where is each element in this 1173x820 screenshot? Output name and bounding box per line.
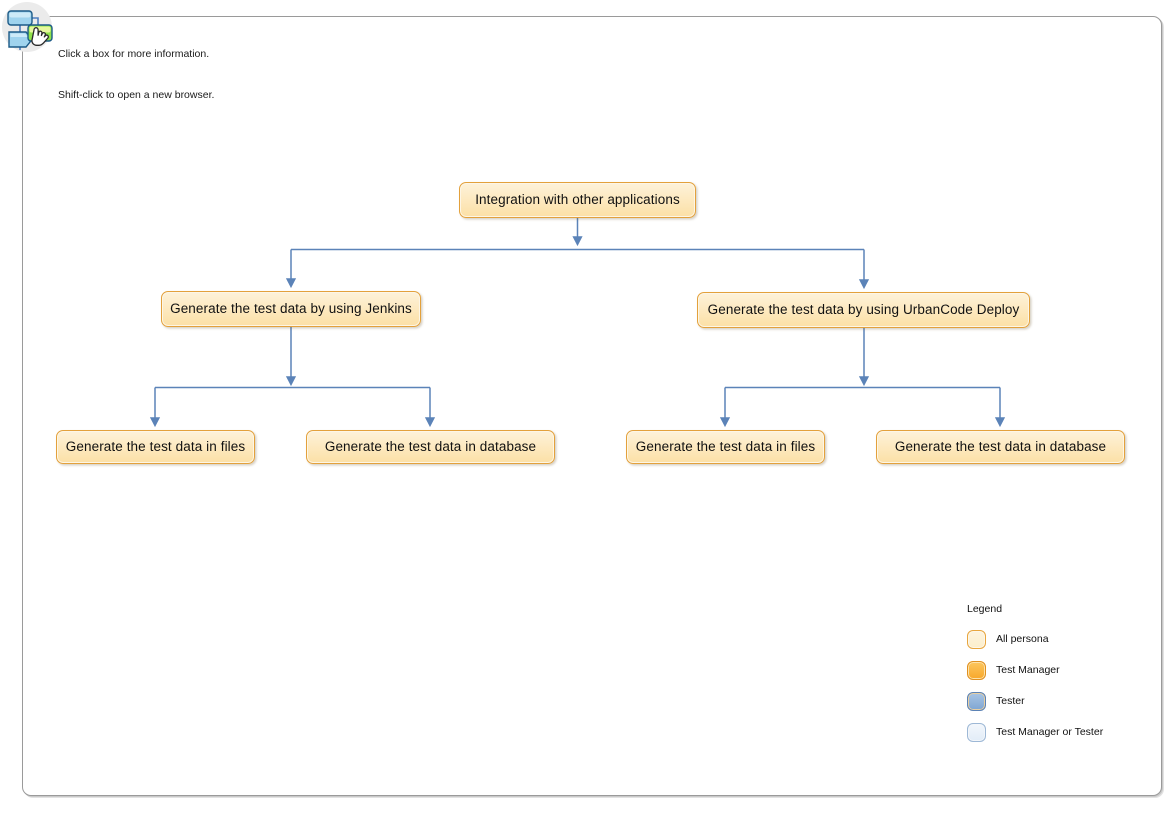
test-manager-swatch xyxy=(967,660,986,680)
node-label: Integration with other applications xyxy=(475,192,680,208)
node-jenkins-generate-test-data-in-files[interactable]: Generate the test data in files xyxy=(56,430,255,464)
legend-item-label: All persona xyxy=(996,633,1049,645)
node-label: Generate the test data in files xyxy=(65,439,246,455)
legend: Legend All persona Test Manager Tester T… xyxy=(967,603,1157,752)
instruction-hint: Click a box for more information. Shift-… xyxy=(58,21,214,116)
test-manager-or-tester-swatch xyxy=(967,722,986,742)
node-generate-test-data-jenkins[interactable]: Generate the test data by using Jenkins xyxy=(161,291,421,327)
node-jenkins-generate-test-data-in-database[interactable]: Generate the test data in database xyxy=(306,430,555,464)
legend-item-all-persona: All persona xyxy=(967,628,1157,650)
all-persona-swatch xyxy=(967,629,986,649)
node-label: Generate the test data in database xyxy=(324,439,537,455)
legend-item-label: Test Manager xyxy=(996,664,1060,676)
legend-item-label: Tester xyxy=(996,695,1025,707)
node-generate-test-data-urbancode-deploy[interactable]: Generate the test data by using UrbanCod… xyxy=(697,292,1030,328)
tester-swatch xyxy=(967,691,986,711)
legend-title: Legend xyxy=(967,603,1003,615)
legend-item-tester: Tester xyxy=(967,690,1157,712)
node-label: Generate the test data by using Jenkins xyxy=(170,301,412,317)
node-label: Generate the test data by using UrbanCod… xyxy=(707,302,1020,318)
diagram-hand-cursor-icon xyxy=(0,0,56,56)
hint-line-1: Click a box for more information. xyxy=(58,48,210,60)
node-integration-with-other-applications[interactable]: Integration with other applications xyxy=(459,182,696,218)
node-urbancode-generate-test-data-in-database[interactable]: Generate the test data in database xyxy=(876,430,1125,464)
hint-line-2: Shift-click to open a new browser. xyxy=(58,88,215,101)
node-label: Generate the test data in files xyxy=(635,439,816,455)
legend-item-label: Test Manager or Tester xyxy=(996,726,1104,738)
node-urbancode-generate-test-data-in-files[interactable]: Generate the test data in files xyxy=(626,430,825,464)
legend-item-test-manager: Test Manager xyxy=(967,659,1157,681)
node-label: Generate the test data in database xyxy=(894,439,1107,455)
legend-item-test-manager-or-tester: Test Manager or Tester xyxy=(967,721,1157,743)
